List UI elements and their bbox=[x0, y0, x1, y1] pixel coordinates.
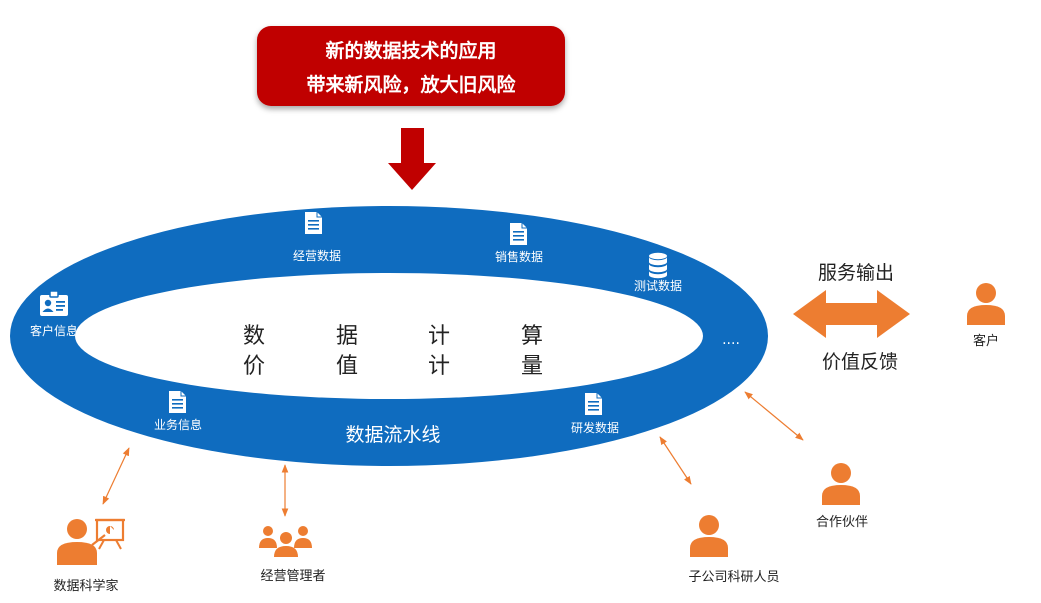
center-char: 值 bbox=[336, 354, 358, 379]
service-value-exchange: 服务输出 价值反馈 bbox=[793, 262, 910, 373]
double-arrow-icon bbox=[793, 290, 910, 338]
presentation-board-icon bbox=[57, 518, 125, 565]
actor-label: 子公司科研人员 bbox=[688, 570, 779, 585]
node-customer-info: 客户信息 bbox=[30, 290, 78, 338]
down-arrow-icon bbox=[388, 128, 436, 190]
actor-label: 数据科学家 bbox=[53, 578, 118, 594]
center-text: 数 据 计 算 价 值 计 量 bbox=[243, 324, 543, 379]
connectors bbox=[102, 391, 804, 517]
document-icon bbox=[169, 391, 186, 413]
actor-label: 合作伙伴 bbox=[816, 515, 868, 530]
actor-subsidiary-researcher: 子公司科研人员 bbox=[688, 515, 780, 585]
value-feedback-label: 价值反馈 bbox=[822, 351, 898, 373]
node-operation-data: 经营数据 bbox=[293, 212, 341, 263]
group-icon bbox=[259, 526, 312, 557]
node-label: 客户信息 bbox=[30, 323, 78, 338]
node-business-info: 业务信息 bbox=[154, 391, 202, 432]
center-char: 价 bbox=[243, 354, 265, 379]
node-label: 经营数据 bbox=[293, 248, 341, 263]
node-test-data: 测试数据 bbox=[634, 252, 682, 293]
center-char: 计 bbox=[428, 324, 450, 349]
person-icon bbox=[690, 515, 728, 557]
node-sales-data: 销售数据 bbox=[495, 223, 543, 264]
node-label: 业务信息 bbox=[154, 417, 202, 432]
person-icon bbox=[822, 463, 860, 505]
data-pipeline-ring bbox=[10, 206, 768, 466]
actor-manager: 经营管理者 bbox=[259, 526, 326, 584]
center-char: 数 bbox=[243, 324, 265, 349]
banner-line-1: 新的数据技术的应用 bbox=[325, 39, 496, 62]
document-icon bbox=[510, 223, 527, 245]
center-char: 量 bbox=[521, 354, 543, 379]
center-char: 计 bbox=[428, 354, 450, 379]
connector-partner bbox=[744, 391, 804, 441]
center-char: 算 bbox=[521, 324, 543, 349]
document-icon bbox=[585, 393, 602, 415]
banner-line-2: 带来新风险，放大旧风险 bbox=[306, 73, 516, 96]
id-card-icon bbox=[40, 290, 68, 316]
connector-data-scientist bbox=[102, 447, 130, 505]
more-ellipsis: .... bbox=[722, 332, 740, 348]
service-output-label: 服务输出 bbox=[818, 262, 894, 284]
database-icon bbox=[649, 252, 667, 279]
actor-partner: 合作伙伴 bbox=[816, 463, 868, 530]
node-label: 研发数据 bbox=[571, 420, 619, 435]
actor-customer: 客户 bbox=[967, 283, 1005, 349]
node-label: 销售数据 bbox=[495, 249, 543, 264]
node-rnd-data: 研发数据 bbox=[571, 393, 619, 435]
pipeline-label: 数据流水线 bbox=[345, 424, 440, 446]
document-icon bbox=[305, 212, 322, 234]
risk-banner: 新的数据技术的应用 带来新风险，放大旧风险 bbox=[257, 26, 565, 106]
node-label: 测试数据 bbox=[634, 278, 682, 293]
actor-data-scientist: 数据科学家 bbox=[53, 518, 125, 594]
center-char: 据 bbox=[336, 324, 358, 349]
person-icon bbox=[967, 283, 1005, 325]
actor-label: 客户 bbox=[973, 333, 999, 349]
actor-label: 经营管理者 bbox=[260, 569, 325, 584]
connector-subsidiary bbox=[659, 436, 692, 485]
